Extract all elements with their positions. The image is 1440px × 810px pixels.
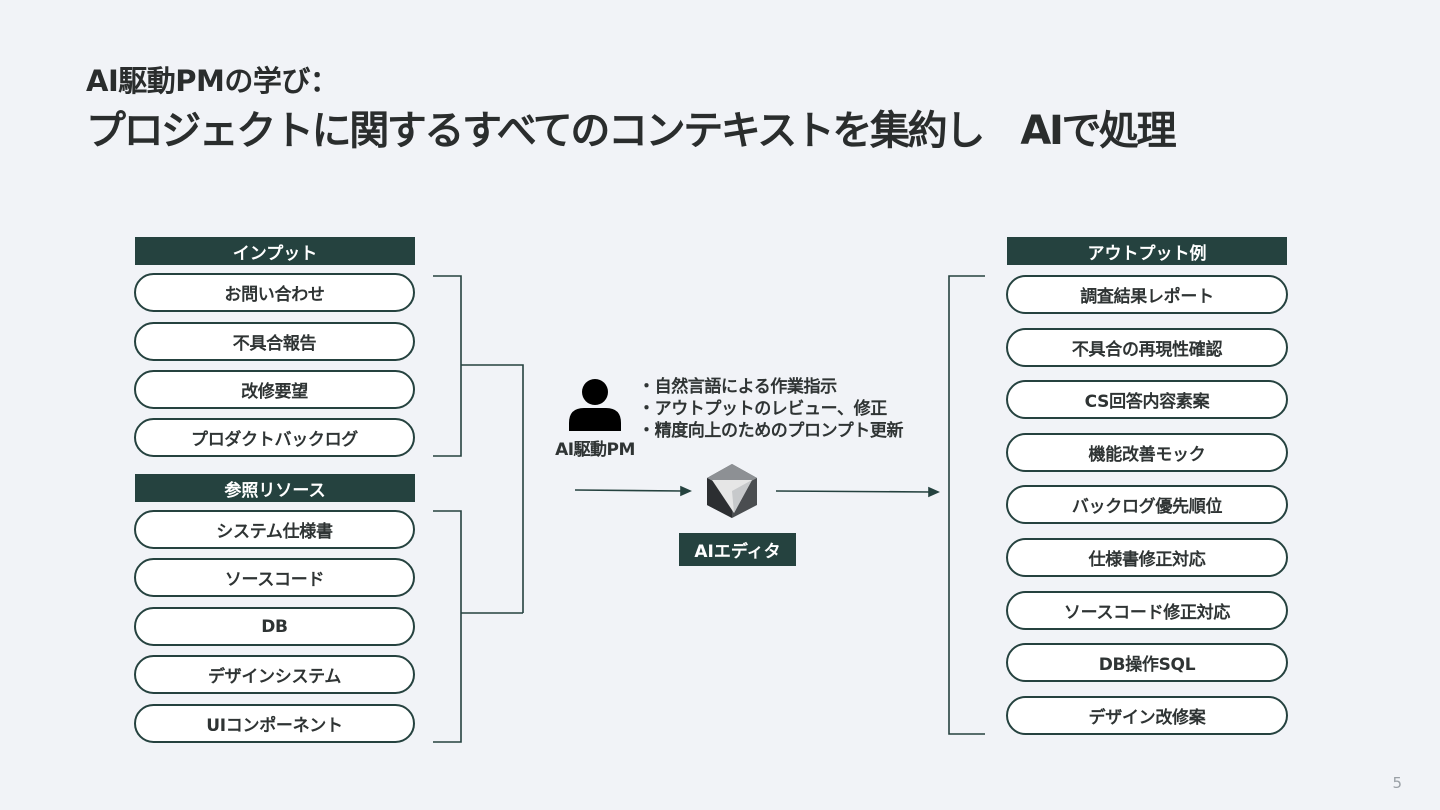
input-header: インプット [135, 237, 415, 265]
reference-item: デザインシステム [134, 655, 415, 694]
input-bracket [433, 275, 524, 613]
input-item: プロダクトバックログ [134, 418, 415, 457]
pm-label: AI駆動PM [555, 440, 635, 460]
output-item: 不具合の再現性確認 [1006, 328, 1288, 367]
reference-item: DB [134, 607, 415, 646]
page-number: 5 [1392, 774, 1402, 792]
input-item: 改修要望 [134, 370, 415, 409]
output-item: DB操作SQL [1006, 643, 1288, 682]
slide-title-line1: AI駆動PMの学び： [86, 64, 339, 98]
ai-editor-label: AIエディタ [679, 533, 796, 566]
reference-bracket [433, 510, 523, 743]
reference-header: 参照リソース [135, 474, 415, 502]
output-header: アウトプット例 [1007, 237, 1287, 265]
input-item: お問い合わせ [134, 273, 415, 312]
pm-task-item: アウトプットのレビュー、修正 [638, 398, 903, 420]
arrowhead-to-editor [680, 485, 692, 497]
pm-task-list: 自然言語による作業指示 アウトプットのレビュー、修正 精度向上のためのプロンプト… [638, 376, 904, 442]
output-item: 機能改善モック [1006, 433, 1288, 472]
output-item: ソースコード修正対応 [1006, 591, 1288, 630]
reference-item: ソースコード [134, 558, 415, 597]
slide-title-line2: プロジェクトに関するすべてのコンテキストを集約し AIで処理 [86, 108, 1177, 154]
reference-item: UIコンポーネント [134, 704, 415, 743]
reference-item: システム仕様書 [134, 510, 415, 549]
output-item: デザイン改修案 [1006, 696, 1288, 735]
pm-task-item: 精度向上のためのプロンプト更新 [638, 420, 904, 442]
cube-logo-icon [707, 464, 757, 518]
output-item: 仕様書修正対応 [1006, 538, 1288, 577]
input-item: 不具合報告 [134, 322, 415, 361]
person-icon [569, 379, 621, 431]
output-item: CS回答内容素案 [1006, 380, 1288, 419]
pm-task-item: 自然言語による作業指示 [638, 376, 903, 398]
arrow-to-output [775, 490, 931, 493]
output-bracket [948, 275, 985, 735]
arrowhead-to-output [928, 486, 940, 498]
output-item: バックログ優先順位 [1006, 485, 1288, 524]
arrow-to-editor [574, 489, 683, 492]
output-item: 調査結果レポート [1006, 275, 1288, 314]
